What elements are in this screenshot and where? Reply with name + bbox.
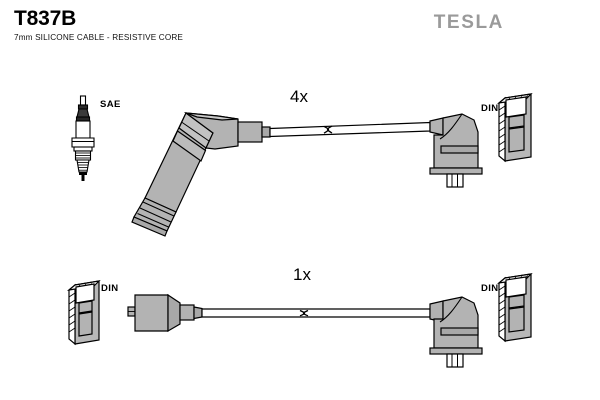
right-angle-din-connector-lower xyxy=(429,296,483,368)
quantity-label-upper: 4x xyxy=(290,87,308,106)
upper-ignition-cable xyxy=(269,121,431,138)
din-socket-icon-lower-left xyxy=(66,280,101,346)
angled-spark-plug-boot xyxy=(131,112,214,237)
boot-elbow-head xyxy=(183,112,271,150)
terminal-label-din-upper-right: DIN xyxy=(481,103,499,114)
quantity-label-lower: 1x xyxy=(293,265,311,284)
spark-plug-icon xyxy=(71,95,95,181)
cable-break-mark xyxy=(299,309,309,317)
straight-boot-connector xyxy=(127,293,203,333)
terminal-label-sae: SAE xyxy=(100,99,121,110)
right-angle-din-connector-upper xyxy=(429,113,483,188)
cable-break-mark xyxy=(323,125,333,134)
din-socket-icon-lower-right xyxy=(496,273,533,343)
page-title: T837B xyxy=(14,7,77,30)
title-block: T837B 7mm SILICONE CABLE - RESISTIVE COR… xyxy=(14,8,183,42)
terminal-label-din-lower-left: DIN xyxy=(101,283,119,294)
terminal-label-din-lower-right: DIN xyxy=(481,283,499,294)
din-socket-icon-upper xyxy=(496,93,533,163)
tesla-logo: TESLA xyxy=(433,12,504,33)
lower-ignition-cable xyxy=(201,308,431,318)
part-description: 7mm SILICONE CABLE - RESISTIVE CORE xyxy=(14,33,184,42)
